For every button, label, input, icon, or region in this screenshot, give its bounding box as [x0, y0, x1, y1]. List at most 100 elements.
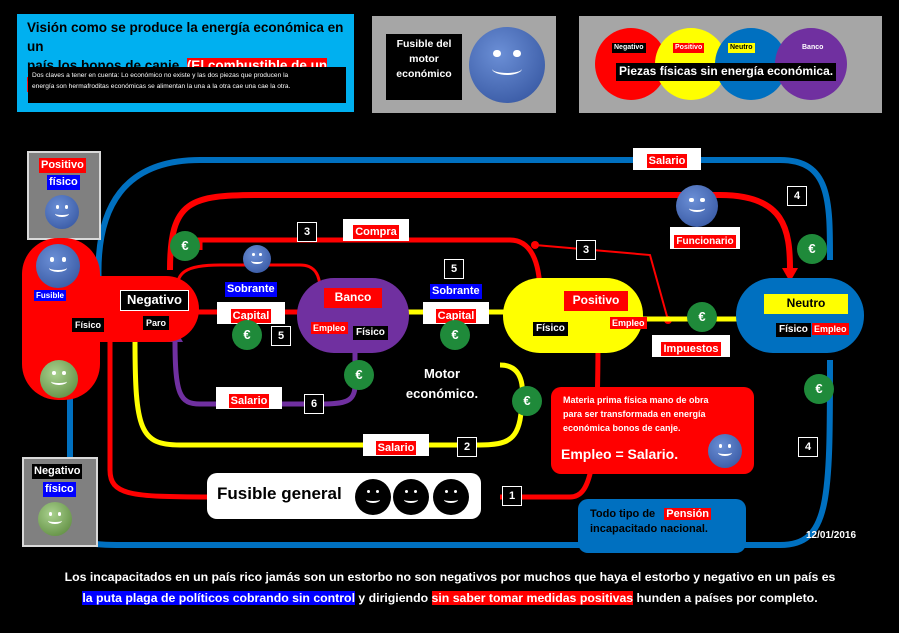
euro-icon-neutro-bottom: € — [804, 374, 834, 404]
capital-right-text: Capital — [435, 309, 477, 323]
euro-icon-negativo: € — [170, 231, 200, 261]
piece-label-negativo: Negativo — [612, 43, 646, 54]
positivo-label: Positivo — [564, 291, 628, 311]
left-negativo-fisico: físico — [43, 482, 76, 497]
positivo-face-icon — [45, 195, 79, 229]
banco-empleo-label: Empleo — [311, 322, 348, 335]
positivo-fisico-label: Físico — [533, 322, 568, 336]
capital-left-label: Capital — [217, 302, 285, 324]
step-number-3-compra: 3 — [297, 222, 317, 242]
euro-icon-capital-left: € — [232, 320, 262, 350]
header-subtitle-line1: Dos claves a tener en cuenta: Lo económi… — [32, 72, 289, 79]
step-number-4-top: 4 — [787, 186, 807, 206]
step-number-1: 1 — [502, 486, 522, 506]
footer-text: Los incapacitados en un país rico jamás … — [20, 567, 880, 609]
materia-face-icon — [708, 434, 742, 468]
salario-top-label: Salario — [633, 148, 701, 170]
header-title-line1: Visión como se produce la energía económ… — [27, 20, 344, 54]
header-subtitle-line2: energía son hermafroditas económicas se … — [32, 83, 291, 90]
empleo-salario-text: Empleo = Salario. — [561, 446, 679, 462]
fusible-general-face-icon-3 — [433, 479, 469, 515]
euro-icon-banco-salario: € — [344, 360, 374, 390]
salario-banco-text: Salario — [228, 394, 270, 408]
footer-end-part: hunden a países por completo. — [633, 591, 818, 605]
banco-label: Banco — [324, 288, 382, 308]
fusible-general-face-icon-1 — [355, 479, 391, 515]
footer-mid-part: y dirigiendo — [354, 591, 432, 605]
fusible-face-icon — [36, 244, 80, 288]
impuestos-text: Impuestos — [661, 342, 721, 356]
negativo-panel-face-icon — [38, 502, 72, 536]
sobrante-right-label: Sobrante — [430, 284, 482, 299]
left-fisico-label: Físico — [72, 318, 105, 333]
piece-label-positivo: Positivo — [673, 43, 705, 54]
materia-line3: económica bonos de canje. — [563, 423, 681, 433]
fusible-general-label: Fusible general — [217, 484, 342, 503]
purple-loop — [172, 339, 358, 407]
step-number-6: 6 — [304, 394, 324, 414]
fuse-face-icon — [469, 27, 545, 103]
piece-label-neutro: Neutro — [728, 43, 755, 54]
footer-line1: Los incapacitados en un país rico jamás … — [64, 570, 836, 584]
sobrante-face-icon — [243, 245, 271, 273]
positivo-empleo-label: Empleo — [610, 317, 647, 330]
footer-blue-part: la puta plaga de políticos cobrando sin … — [82, 591, 355, 605]
step-number-3-impuestos: 3 — [576, 240, 596, 260]
compra-text: Compra — [353, 225, 399, 239]
step-number-5-left: 5 — [271, 326, 291, 346]
euro-icon-capital-right: € — [440, 320, 470, 350]
compra-label: Compra — [343, 219, 409, 241]
pension-text: Todo tipo de Pensión incapacitado nacion… — [590, 507, 740, 537]
left-fusible-label: Fusible — [34, 290, 67, 302]
red-line-3 — [534, 244, 669, 321]
salario-banco-label: Salario — [216, 387, 282, 409]
materia-line2: para ser transformada en energía — [563, 409, 706, 419]
salario-yellow-label: Salario — [363, 434, 429, 456]
footer-red-part: sin saber tomar medidas positivas — [431, 591, 634, 605]
footer-line2: la puta plaga de políticos cobrando sin … — [20, 588, 880, 609]
pieces-caption: Piezas físicas sin energía económica. — [616, 63, 837, 81]
pension-line2: incapacitado nacional. — [590, 523, 708, 535]
pension-line1: Todo tipo de — [590, 508, 656, 520]
neutro-label: Neutro — [764, 294, 848, 314]
euro-icon-neutro-arrow: € — [687, 302, 717, 332]
neutro-empleo-label: Empleo — [812, 323, 849, 336]
left-positivo-tag: Positivo — [39, 158, 86, 173]
funcionario-label: Funcionario — [670, 227, 740, 249]
step-number-5-right: 5 — [444, 259, 464, 279]
euro-icon-neutro-top: € — [797, 234, 827, 264]
red-arrow-neutro — [782, 268, 798, 282]
sobrante-left-label: Sobrante — [225, 282, 277, 297]
salario-top-text: Salario — [646, 154, 688, 168]
euro-icon-yellow: € — [512, 386, 542, 416]
fusible-general-face-icon-2 — [393, 479, 429, 515]
neutro-fisico-label: Físico — [776, 323, 811, 337]
neutro-node — [736, 278, 864, 353]
positivo-node — [503, 278, 643, 353]
salario-yellow-text: Salario — [375, 441, 417, 455]
piece-label-banco: Banco — [802, 44, 824, 51]
step-number-4-bottom: 4 — [798, 437, 818, 457]
pension-tag: Pensión — [664, 508, 712, 520]
step-number-2: 2 — [457, 437, 477, 457]
impuestos-label: Impuestos — [652, 335, 730, 357]
negativo-node-label: Negativo — [120, 290, 189, 311]
date-label: 12/01/2016 — [806, 530, 857, 541]
red-top-loop — [167, 192, 793, 271]
left-negativo-tag: Negativo — [32, 464, 83, 479]
banco-fisico-label: Físico — [353, 326, 388, 340]
materia-line1: Materia prima física mano de obra — [563, 395, 709, 405]
funcionario-face-icon — [676, 185, 718, 227]
left-positivo-fisico: físico — [47, 175, 80, 190]
blue-outer-loop — [95, 157, 833, 301]
fuse-label: Fusible del motor económico — [386, 34, 462, 100]
negativo-green-face-icon — [40, 360, 78, 398]
capital-left-text: Capital — [230, 309, 272, 323]
materia-prima-text: Materia prima física mano de obra para s… — [563, 393, 748, 435]
pension-box — [578, 499, 746, 553]
capital-right-label: Capital — [423, 302, 489, 324]
motor-label: Motor económico. — [405, 366, 479, 401]
header-subtitle: Dos claves a tener en cuenta: Lo económi… — [28, 67, 346, 103]
funcionario-text: Funcionario — [674, 235, 736, 248]
paro-label: Paro — [143, 316, 170, 331]
